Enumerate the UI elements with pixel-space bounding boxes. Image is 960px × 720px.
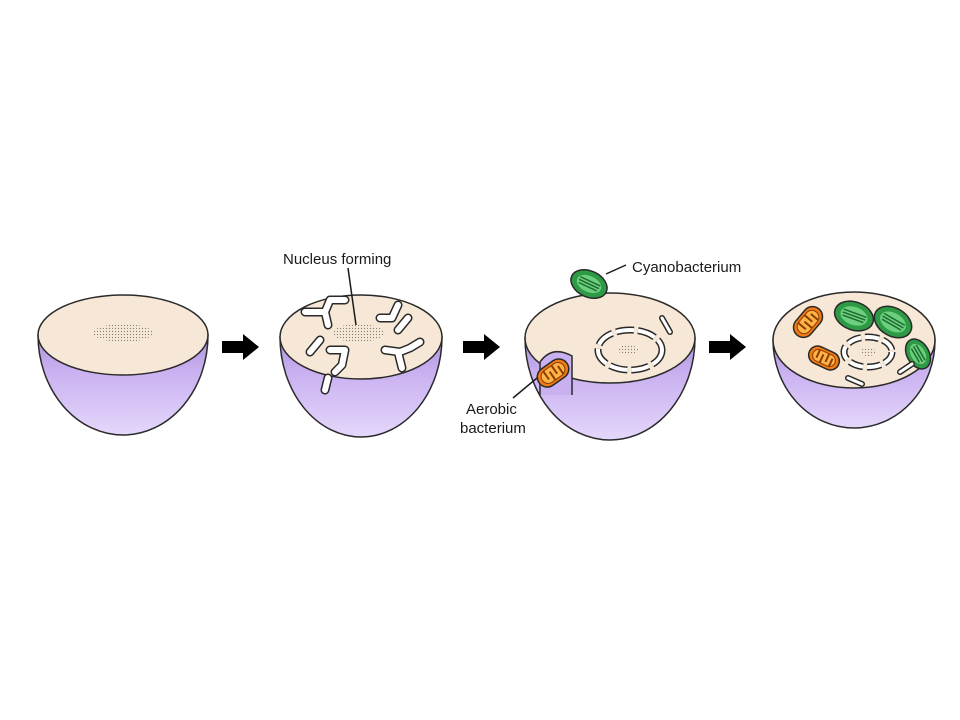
cell-3-membrane-fold-inner — [660, 316, 672, 334]
cell-4-mitochondrion-1 — [792, 305, 824, 339]
cell-stage-3: Aerobic bacterium Cyanobacterium — [460, 259, 741, 441]
cell-4-membrane-folds — [845, 361, 915, 387]
cell-4-chloroplast-3 — [904, 338, 932, 370]
cell-4-nuclear-envelope-inner — [842, 335, 894, 369]
arrow-3 — [709, 334, 746, 360]
cell-3-nuclear-envelope-inner — [596, 328, 664, 372]
nucleus-forming-label: Nucleus forming — [283, 251, 391, 268]
cell-2-infolding-membranes-inner — [302, 297, 423, 393]
cell-4-chloroplast-2 — [873, 305, 913, 339]
arrow-1 — [222, 334, 259, 360]
cyanobacterium — [570, 268, 608, 300]
cyanobacterium-label: Cyanobacterium — [632, 259, 741, 276]
cyanobacterium-pointer — [605, 264, 627, 275]
aerobic-label-line2: bacterium — [460, 420, 526, 437]
cell-stage-1 — [37, 294, 209, 436]
arrow-2 — [463, 334, 500, 360]
cell-4-mitochondrion-2 — [807, 345, 841, 371]
aerobic-bacterium — [536, 358, 570, 388]
nucleus-forming-pointer — [347, 267, 357, 326]
cell-4-dna-region — [860, 348, 876, 356]
cell-3-dna-region — [618, 345, 638, 355]
aerobic-pointer — [512, 377, 538, 399]
cell-stage-4 — [772, 291, 936, 429]
aerobic-label-line1: Aerobic — [466, 401, 517, 418]
cell-stage-2: Nucleus forming — [279, 251, 443, 438]
cell-4-chloroplast-1 — [833, 300, 875, 332]
cell-1-dna-region — [93, 324, 153, 342]
cell-2-dna-region — [332, 324, 384, 342]
